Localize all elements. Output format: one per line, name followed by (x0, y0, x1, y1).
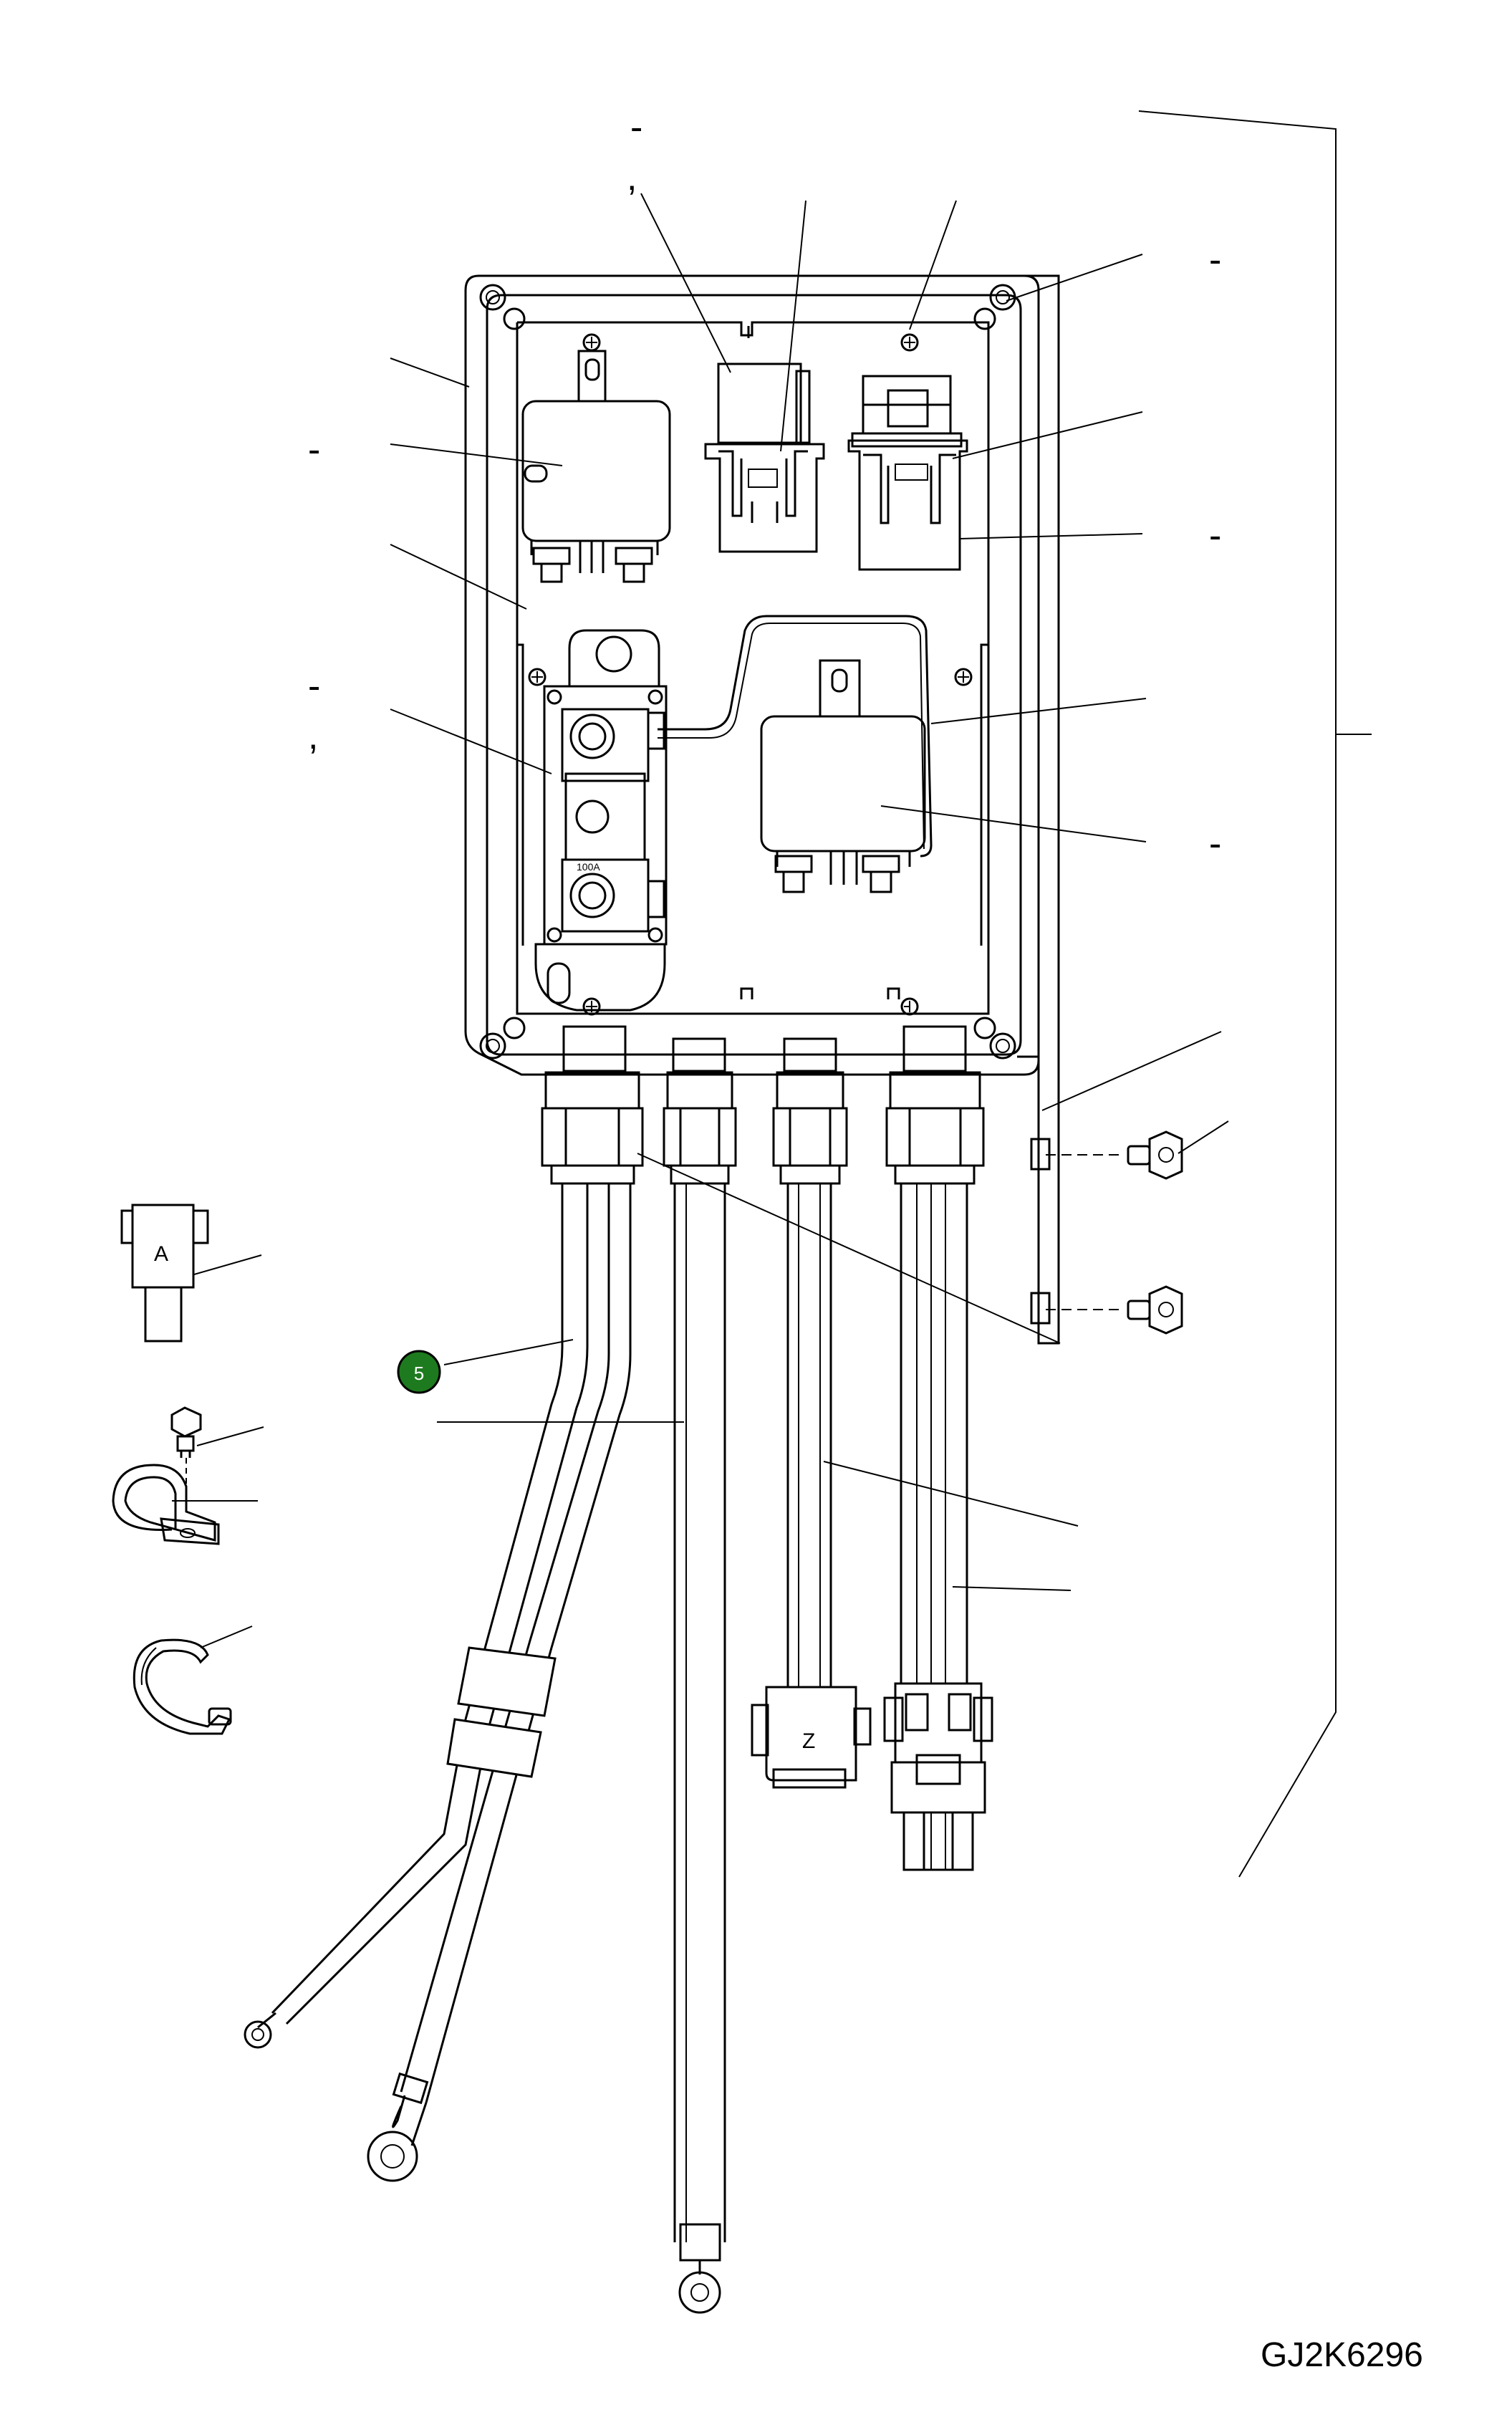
callout-5-marker (397, 1350, 441, 1394)
ref-dash: - (1209, 515, 1221, 557)
cables (244, 1183, 968, 2314)
relay-lower-right (760, 659, 926, 893)
cable-tie (133, 1638, 232, 1735)
wire-harness-internal (658, 615, 933, 858)
connector-a: A (120, 1204, 209, 1343)
ref-dash: - (1209, 823, 1221, 865)
drawing-code: GJ2K6296 (1261, 2336, 1423, 2374)
cable-clamp (112, 1464, 220, 1545)
relay-upper-left (521, 350, 671, 583)
relay-socket-middle (704, 362, 825, 553)
control-box (464, 274, 1040, 1076)
flange-bolt-lower (1127, 1285, 1183, 1335)
fuse-rating-label: 100A (577, 861, 600, 873)
reference-marks: - , - - - - - , (308, 107, 1221, 865)
ref-dash: - (1209, 239, 1221, 281)
connector-z: Z (751, 1686, 872, 1789)
cable-glands (541, 1025, 985, 1185)
panel-screws (528, 333, 973, 1016)
connector-z-label: Z (802, 1729, 815, 1753)
connector-multi (883, 1682, 993, 1871)
ref-comma: , (308, 716, 318, 757)
ref-dash: - (308, 666, 320, 707)
corner-screws (479, 284, 1016, 1060)
relay-socket-right (847, 375, 968, 571)
callout-5-number: 5 (414, 1363, 424, 1384)
leader-lines (172, 110, 1372, 1878)
fuse-holder: 100A (534, 629, 668, 1012)
mounting-bracket (1017, 274, 1060, 1345)
ref-dash: - (308, 429, 320, 471)
ref-dash: - (630, 107, 642, 148)
clamp-bolt (170, 1406, 202, 1458)
ref-comma: , (627, 157, 637, 198)
connector-a-label: A (154, 1242, 168, 1266)
callout-5: 5 (397, 1350, 441, 1394)
flange-bolt-upper (1127, 1130, 1183, 1180)
